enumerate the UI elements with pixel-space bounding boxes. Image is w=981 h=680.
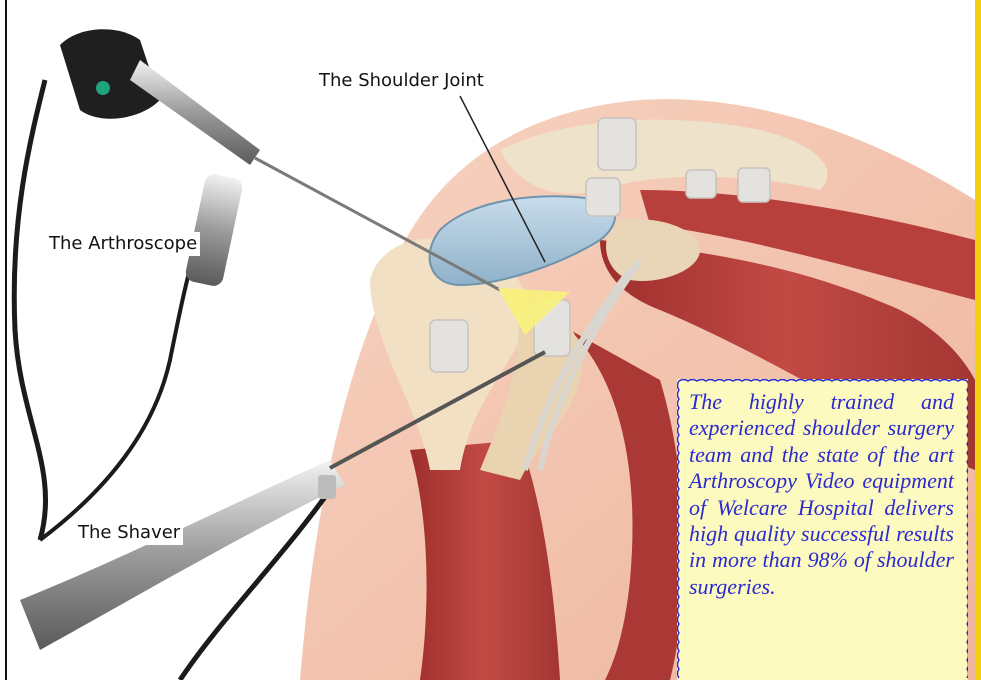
shoulder-joint-label: The Shoulder Joint <box>316 69 487 93</box>
info-callout-box: The highly trained and experienced shoul… <box>677 379 968 680</box>
shaver-label: The Shaver <box>75 521 183 545</box>
left-border-rule <box>5 0 7 680</box>
right-accent-rule <box>975 0 981 680</box>
arthroscope-label: The Arthroscope <box>46 232 200 256</box>
info-callout-text: The highly trained and experienced shoul… <box>689 389 954 599</box>
